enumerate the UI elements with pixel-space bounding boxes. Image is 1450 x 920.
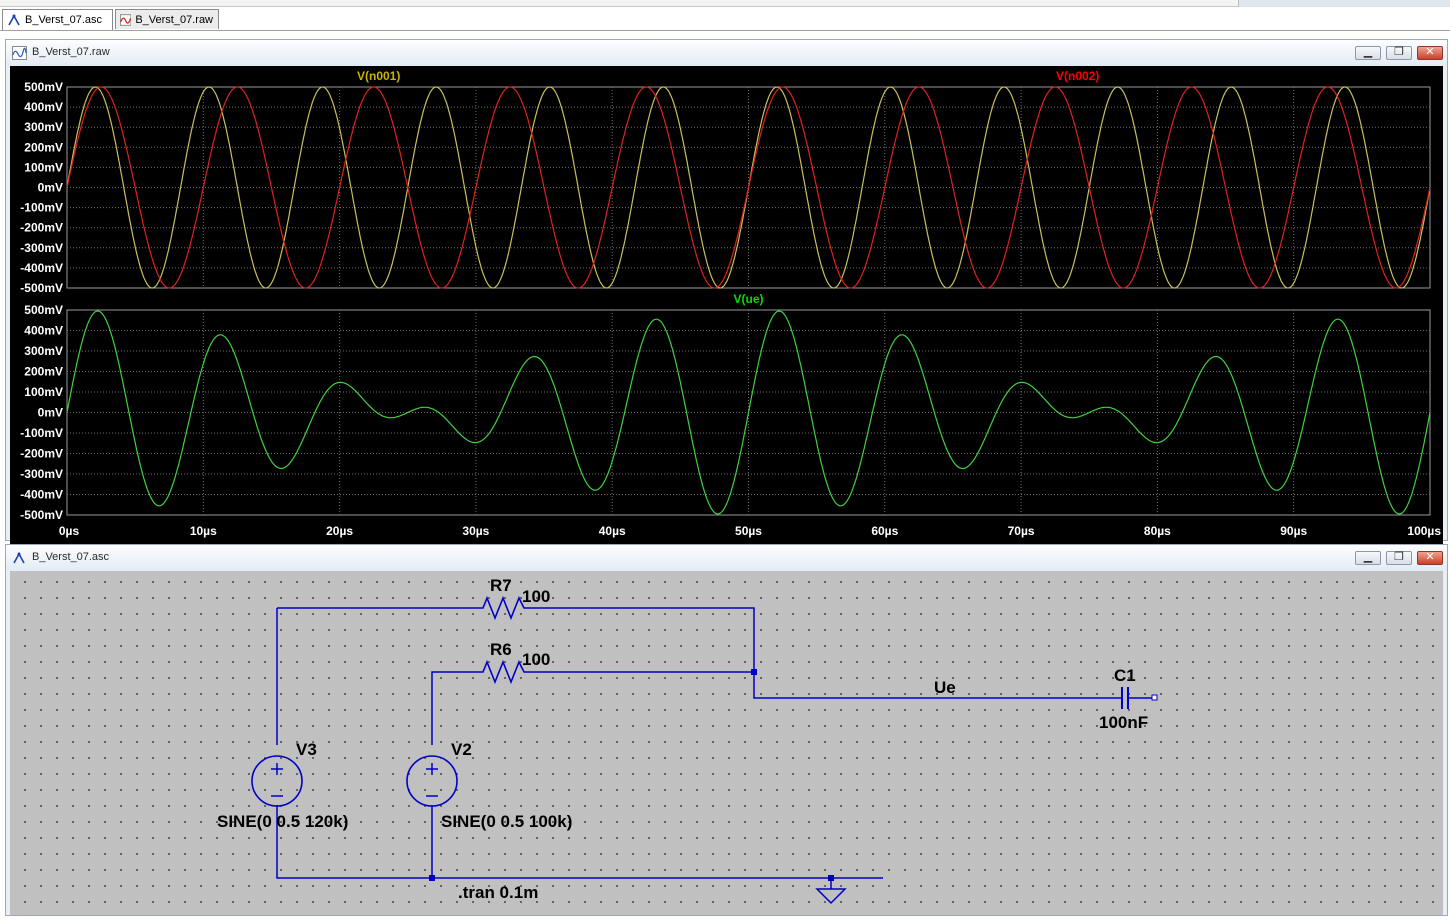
x-tick-label: 20µs bbox=[326, 524, 353, 538]
resistor-r6[interactable]: R6 100 bbox=[477, 640, 550, 685]
y-tick-label: 400mV bbox=[24, 100, 63, 114]
trace-legend-label[interactable]: V(n002) bbox=[1056, 69, 1099, 83]
y-tick-label: 500mV bbox=[24, 80, 63, 94]
junction-dot bbox=[429, 875, 435, 881]
restore-icon: ❐ bbox=[1394, 550, 1404, 563]
document-tab-bar: B_Verst_07.asc B_Verst_07.raw bbox=[0, 0, 1450, 31]
y-tick-label: 300mV bbox=[24, 120, 63, 134]
x-tick-label: 40µs bbox=[599, 524, 626, 538]
waveform-plot-area[interactable]: 500mV 400mV 300mV 200mV 100mV 0mV -100mV -200mV… bbox=[10, 66, 1443, 544]
tab-bar-background bbox=[0, 0, 1238, 7]
c1-value-label: 100nF bbox=[1099, 713, 1148, 732]
x-tick-label: 30µs bbox=[462, 524, 489, 538]
waveform-window: B_Verst_07.raw ▁ ❐ ✕ 500mV 400mV 300mV 200m… bbox=[5, 39, 1448, 544]
y-tick-label: -100mV bbox=[20, 426, 63, 440]
tab-schematic[interactable]: B_Verst_07.asc bbox=[2, 9, 113, 30]
plot-pane-1[interactable]: 500mV 400mV 300mV 200mV 100mV 0mV -100mV -200mV… bbox=[20, 69, 1431, 295]
junction-dot bbox=[751, 669, 757, 675]
minimize-button[interactable]: ▁ bbox=[1355, 45, 1381, 60]
y-tick-label: 0mV bbox=[38, 406, 63, 420]
close-button[interactable]: ✕ bbox=[1417, 550, 1443, 565]
y-tick-label: 500mV bbox=[24, 303, 63, 317]
r7-value-label: 100 bbox=[522, 587, 550, 606]
minimize-icon: ▁ bbox=[1363, 45, 1373, 58]
schematic-window-titlebar[interactable]: B_Verst_07.asc ▁ ❐ ✕ bbox=[6, 545, 1447, 571]
voltage-source-v2[interactable]: V2 SINE(0 0.5 100k) bbox=[406, 740, 572, 831]
trace-v-n002[interactable] bbox=[66, 86, 1431, 289]
waveform-window-title: B_Verst_07.raw bbox=[32, 46, 110, 58]
plot-pane-2[interactable]: 500mV 400mV 300mV 200mV 100mV 0mV -100mV -200mV… bbox=[20, 292, 1441, 538]
y-tick-label: -400mV bbox=[20, 261, 63, 275]
wires bbox=[276, 607, 1122, 879]
x-tick-label: 0µs bbox=[59, 524, 80, 538]
tab-waveform-label: B_Verst_07.raw bbox=[135, 13, 213, 26]
x-tick-label: 80µs bbox=[1144, 524, 1171, 538]
waveform-icon bbox=[120, 13, 132, 26]
y-tick-label: 200mV bbox=[24, 140, 63, 154]
wire[interactable] bbox=[528, 607, 755, 672]
v3-value-label: SINE(0 0.5 120k) bbox=[217, 812, 348, 831]
wire[interactable] bbox=[276, 805, 883, 879]
schematic-window: B_Verst_07.asc ▁ ❐ ✕ bbox=[5, 544, 1448, 916]
y-tick-label: -200mV bbox=[20, 447, 63, 461]
schematic-canvas[interactable]: R7 100 R6 100 Ue C1 100nF bbox=[10, 571, 1443, 915]
close-icon: ✕ bbox=[1425, 45, 1435, 58]
y-tick-label: -500mV bbox=[20, 508, 63, 522]
c1-ref-label: C1 bbox=[1114, 666, 1136, 685]
x-tick-label: 10µs bbox=[190, 524, 217, 538]
close-icon: ✕ bbox=[1425, 550, 1435, 563]
net-label-ue[interactable]: Ue bbox=[934, 678, 956, 697]
y-tick-label: -100mV bbox=[20, 201, 63, 215]
schematic-drawing: R7 100 R6 100 Ue C1 100nF bbox=[217, 576, 1158, 905]
r6-value-label: 100 bbox=[522, 650, 550, 669]
y-tick-label: -300mV bbox=[20, 241, 63, 255]
spice-directive[interactable]: .tran 0.1m bbox=[458, 883, 538, 902]
y-tick-label: 0mV bbox=[38, 181, 63, 195]
x-tick-label: 70µs bbox=[1008, 524, 1035, 538]
schematic-icon bbox=[8, 14, 20, 26]
ground-symbol[interactable] bbox=[815, 878, 847, 905]
r7-ref-label: R7 bbox=[490, 576, 512, 595]
tab-waveform[interactable]: B_Verst_07.raw bbox=[115, 9, 219, 29]
trace-v-ue[interactable] bbox=[66, 310, 1431, 515]
minimize-icon: ▁ bbox=[1363, 550, 1373, 563]
y-tick-label: 100mV bbox=[24, 160, 63, 174]
y-tick-label: 200mV bbox=[24, 365, 63, 379]
y-tick-label: 300mV bbox=[24, 344, 63, 358]
minimize-button[interactable]: ▁ bbox=[1355, 550, 1381, 565]
schematic-window-title: B_Verst_07.asc bbox=[32, 551, 110, 563]
y-tick-label: -300mV bbox=[20, 467, 63, 481]
y-tick-label: 400mV bbox=[24, 324, 63, 338]
waveform-window-icon bbox=[12, 46, 27, 60]
tab-schematic-label: B_Verst_07.asc bbox=[25, 14, 103, 26]
restore-icon: ❐ bbox=[1394, 45, 1404, 58]
capacitor-c1[interactable]: C1 100nF bbox=[1099, 666, 1158, 732]
x-tick-label: 90µs bbox=[1280, 524, 1307, 538]
x-tick-label: 100µs bbox=[1407, 524, 1441, 538]
x-tick-label: 60µs bbox=[871, 524, 898, 538]
schematic-window-icon bbox=[13, 552, 25, 564]
restore-button[interactable]: ❐ bbox=[1386, 550, 1412, 565]
wire[interactable] bbox=[753, 672, 1122, 699]
resistor-r7[interactable]: R7 100 bbox=[477, 576, 550, 621]
y-tick-label: -500mV bbox=[20, 281, 63, 295]
y-tick-label: -200mV bbox=[20, 221, 63, 235]
v3-ref-label: V3 bbox=[296, 740, 317, 759]
close-button[interactable]: ✕ bbox=[1417, 45, 1443, 60]
waveform-window-titlebar[interactable]: B_Verst_07.raw ▁ ❐ ✕ bbox=[6, 40, 1447, 66]
r6-ref-label: R6 bbox=[490, 640, 512, 659]
trace-legend-label[interactable]: V(n001) bbox=[357, 69, 400, 83]
y-tick-label: -400mV bbox=[20, 488, 63, 502]
v2-value-label: SINE(0 0.5 100k) bbox=[441, 812, 572, 831]
v2-ref-label: V2 bbox=[451, 740, 472, 759]
y-tick-label: 100mV bbox=[24, 385, 63, 399]
waveform-plots: 500mV 400mV 300mV 200mV 100mV 0mV -100mV -200mV… bbox=[20, 69, 1441, 538]
trace-legend-label[interactable]: V(ue) bbox=[734, 292, 764, 306]
restore-button[interactable]: ❐ bbox=[1386, 45, 1412, 60]
wire[interactable] bbox=[431, 671, 477, 745]
x-tick-label: 50µs bbox=[735, 524, 762, 538]
voltage-source-v3[interactable]: V3 SINE(0 0.5 120k) bbox=[217, 740, 348, 831]
open-pin bbox=[1151, 694, 1158, 701]
tab-bar-spacer bbox=[1238, 0, 1450, 7]
